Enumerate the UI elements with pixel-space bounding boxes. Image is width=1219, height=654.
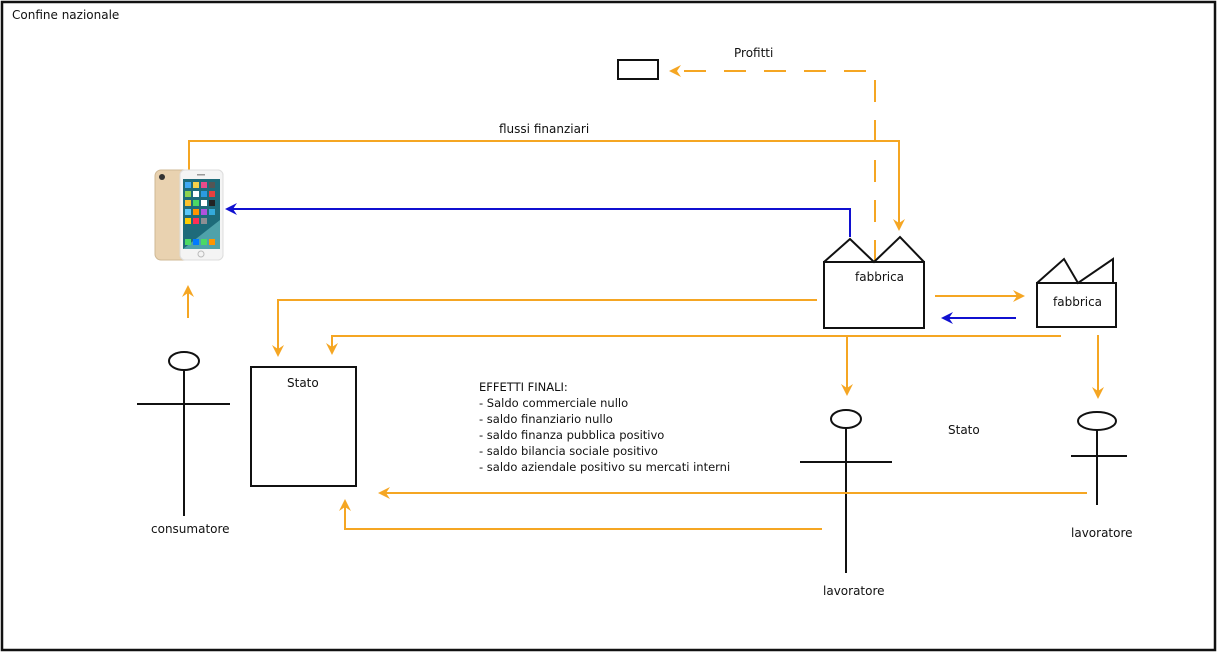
final-effects-item: - saldo finanza pubblica positivo (479, 428, 664, 442)
financial-flows-label: flussi finanziari (499, 122, 589, 136)
factory-main[interactable] (823, 235, 925, 329)
consumer-head (168, 351, 200, 371)
final-effects-item: - saldo finanziario nullo (479, 412, 613, 426)
final-effects-item: - saldo bilancia sociale positivo (479, 444, 658, 458)
state-box-label: Stato (287, 376, 319, 390)
flow-factory-to-state (272, 299, 817, 357)
smartphone-image[interactable] (154, 169, 224, 261)
consumer-figure[interactable] (137, 351, 230, 516)
worker-2-figure[interactable] (1071, 411, 1127, 505)
factory-foreign-label: fabbrica (1053, 295, 1102, 309)
worker-1-label: lavoratore (823, 584, 885, 598)
profits-label: Profitti (734, 46, 773, 60)
worker-1-figure[interactable] (800, 409, 892, 573)
worker-2-label: lavoratore (1071, 526, 1133, 540)
factory-main-label: fabbrica (855, 270, 904, 284)
final-effects-item: - Saldo commerciale nullo (479, 396, 628, 410)
flow-worker-1-taxes (339, 499, 822, 530)
flow-financial (188, 140, 905, 231)
profit-box[interactable] (617, 59, 659, 80)
consumer-label: consumatore (151, 522, 230, 536)
state-text-label: Stato (948, 423, 980, 437)
factory-foreign[interactable] (1036, 257, 1117, 328)
final-effects-item: - saldo aziendale positivo su mercati in… (479, 460, 730, 474)
state-box[interactable] (250, 366, 357, 487)
national-border-label: Confine nazionale (12, 8, 119, 22)
flow-foreign-to-state (326, 335, 1061, 355)
flow-profits (669, 65, 876, 262)
flow-goods-to-product (225, 203, 851, 237)
final-effects-heading: EFFETTI FINALI: (479, 380, 568, 394)
final-effects-block: EFFETTI FINALI: - Saldo commerciale null… (479, 380, 730, 474)
